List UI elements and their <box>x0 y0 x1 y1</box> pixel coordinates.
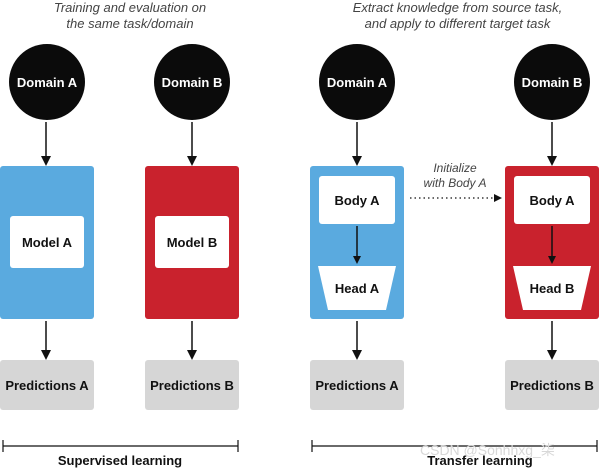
supervised-learning-label: Supervised learning <box>57 453 183 468</box>
left-domain-a-node: Domain A <box>9 44 85 120</box>
right-caption-line2: and apply to different target task <box>364 16 551 31</box>
right-caption: Extract knowledge from source task, and … <box>330 0 585 32</box>
head-b-label: Head B <box>529 280 575 296</box>
right-predictions-a-box: Predictions A <box>310 360 404 410</box>
left-caption: Training and evaluation on the same task… <box>20 0 240 32</box>
right-caption-line1: Extract knowledge from source task, <box>352 0 563 15</box>
model-a-box: Model A <box>10 216 84 268</box>
model-b-box: Model B <box>155 216 229 268</box>
left-caption-line2: the same task/domain <box>66 16 194 31</box>
right-domain-b-node: Domain B <box>514 44 590 120</box>
transfer-learning-label: Transfer learning <box>427 453 533 468</box>
left-caption-line1: Training and evaluation on <box>53 0 207 15</box>
left-predictions-a-box: Predictions A <box>0 360 94 410</box>
head-a-shape <box>318 266 396 310</box>
right-domain-a-node: Domain A <box>319 44 395 120</box>
body-b-box: Body A <box>514 176 590 224</box>
initialize-label-line2: with Body A <box>423 176 487 190</box>
left-predictions-b-box: Predictions B <box>145 360 239 410</box>
head-b-shape <box>513 266 591 310</box>
left-domain-b-node: Domain B <box>154 44 230 120</box>
right-bracket <box>311 440 598 452</box>
initialize-label: Initialize with Body A <box>413 161 497 191</box>
initialize-label-line1: Initialize <box>433 161 477 175</box>
left-model-a-panel: Model A <box>0 166 94 319</box>
right-predictions-b-box: Predictions B <box>505 360 599 410</box>
watermark-text: CSDN @Sonhhxg_柒 <box>420 442 555 458</box>
body-a-box: Body A <box>319 176 395 224</box>
head-a-label: Head A <box>334 280 380 296</box>
left-bracket <box>2 440 239 452</box>
left-model-b-panel: Model B <box>145 166 239 319</box>
